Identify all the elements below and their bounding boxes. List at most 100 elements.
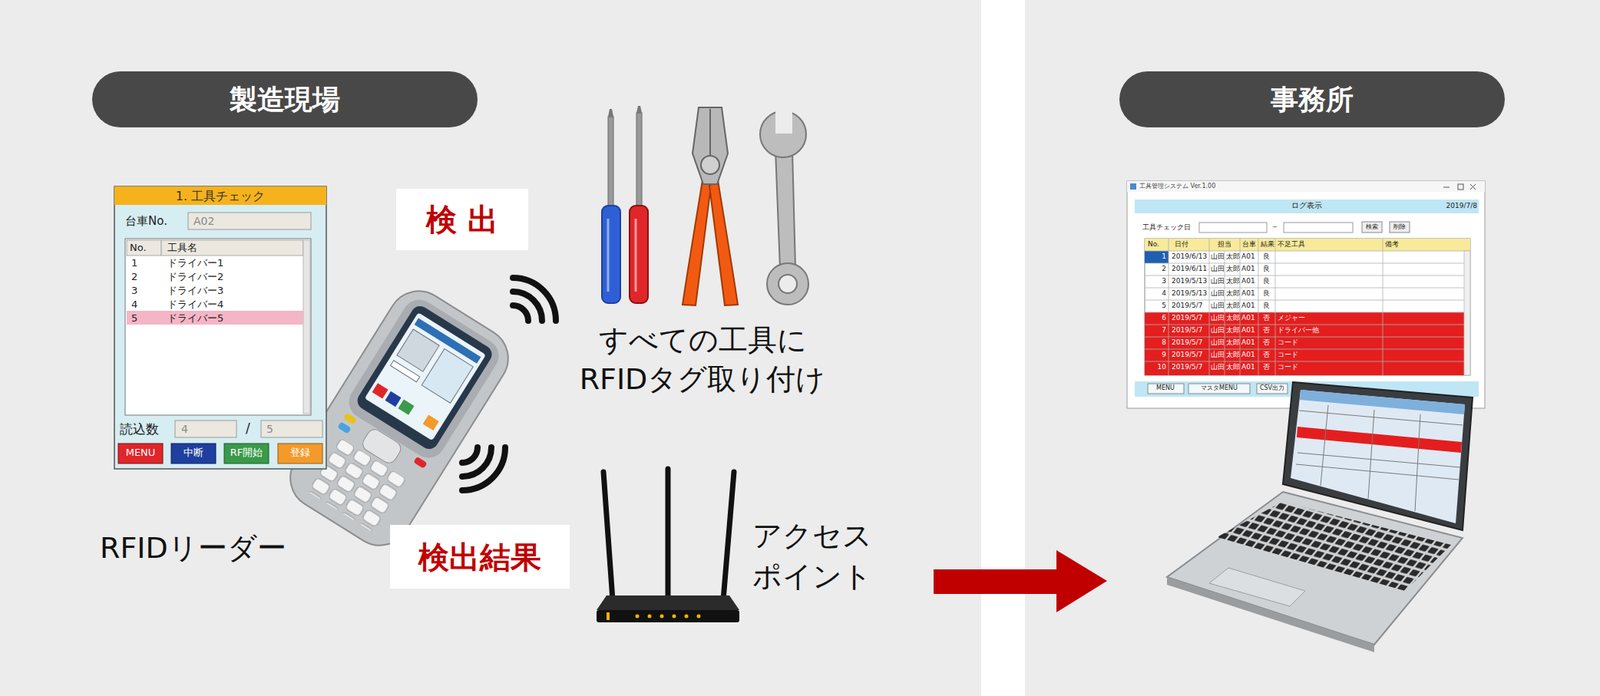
tool-check-screen xyxy=(161,240,162,256)
screwdriver-red xyxy=(629,105,648,304)
log-cell: 良 xyxy=(1262,264,1270,274)
log-cell: 山田 xyxy=(1210,363,1225,372)
log-cell: 2019/5/13 xyxy=(1171,277,1207,286)
screwdriver-red xyxy=(634,218,638,292)
rfid-reader-device xyxy=(372,383,389,399)
node-text: 事務所 xyxy=(1270,82,1354,116)
screen-field-value: A02 xyxy=(193,214,215,229)
log-cell: A01 xyxy=(1241,277,1256,286)
log-window xyxy=(1134,199,1479,214)
radio-waves xyxy=(462,447,478,463)
log-cell: 山田 xyxy=(1210,277,1225,286)
log-window xyxy=(1144,312,1471,376)
radio-waves xyxy=(462,447,492,477)
access-point-router xyxy=(635,614,640,619)
log-cell: 太郎 xyxy=(1226,277,1240,286)
radio-waves xyxy=(462,447,506,491)
log-cell: 1 xyxy=(1161,252,1167,262)
log-cell: コード xyxy=(1277,363,1299,372)
count-value: 5 xyxy=(266,423,274,437)
window-button-label: CSV出力 xyxy=(1259,384,1285,393)
access-point-router xyxy=(665,469,672,596)
window-date: 2019/7/8 xyxy=(1446,201,1478,211)
log-header: 備考 xyxy=(1385,240,1399,249)
log-window xyxy=(1464,251,1471,376)
log-window xyxy=(1283,222,1353,233)
log-cell: 2019/6/11 xyxy=(1171,264,1207,274)
access-point-router xyxy=(647,614,652,619)
log-cell: 山田 xyxy=(1210,289,1225,298)
log-header: 日付 xyxy=(1174,240,1189,249)
log-cell: 7 xyxy=(1161,326,1167,335)
log-cell: 良 xyxy=(1262,277,1270,286)
rfid-reader-device xyxy=(396,329,440,372)
count-value: 4 xyxy=(181,423,189,437)
log-window xyxy=(1256,383,1288,394)
log-cell: 3 xyxy=(1161,277,1167,286)
pliers xyxy=(709,180,738,306)
log-window xyxy=(1127,181,1485,409)
log-cell: 2019/5/7 xyxy=(1171,363,1203,372)
tool-check-screen xyxy=(277,443,323,464)
table-header: No. xyxy=(129,241,147,255)
log-window xyxy=(1147,383,1184,394)
laptop xyxy=(1296,426,1462,453)
log-window xyxy=(1470,184,1476,190)
screwdriver-blue xyxy=(608,116,614,211)
log-cell: 太郎 xyxy=(1226,338,1240,348)
log-cell: A01 xyxy=(1241,314,1256,323)
log-header: 結果 xyxy=(1260,240,1275,249)
log-window xyxy=(1144,238,1471,252)
log-window xyxy=(1457,184,1464,190)
log-window xyxy=(1144,238,1471,376)
log-window xyxy=(1130,183,1137,190)
device-label: RFIDリーダー xyxy=(99,531,287,567)
access-point-router xyxy=(672,614,677,619)
log-window xyxy=(1443,184,1476,190)
tool-check-screen xyxy=(188,212,311,230)
screwdriver-red xyxy=(629,205,648,304)
radio-waves xyxy=(512,305,529,321)
tag-caption: すべての工具に RFIDタグ取り付け xyxy=(537,320,868,400)
log-cell: 良 xyxy=(1262,301,1270,311)
log-header: No. xyxy=(1147,240,1160,249)
window-heading: ログ表示 xyxy=(1291,201,1323,211)
log-cell: 4 xyxy=(1161,289,1167,298)
log-cell: 2 xyxy=(1161,264,1167,274)
log-header: 担当 xyxy=(1217,240,1232,249)
log-cell: 太郎 xyxy=(1226,314,1240,323)
log-cell: 2019/5/13 xyxy=(1171,289,1207,298)
screen-button-label: 中断 xyxy=(183,446,204,460)
log-cell: 2019/6/13 xyxy=(1171,252,1207,262)
table-cell: 5 xyxy=(131,312,138,325)
log-cell: ドライバー他 xyxy=(1277,326,1320,335)
tool-check-screen xyxy=(114,186,327,470)
table-cell: 3 xyxy=(131,284,138,298)
window-title: 工具管理システム Ver.1.00 xyxy=(1139,182,1216,191)
laptop xyxy=(1368,409,1375,500)
screwdriver-blue xyxy=(607,218,610,292)
log-cell: 山田 xyxy=(1210,326,1225,335)
result-box: 検出結果 xyxy=(390,525,570,589)
log-cell: 否 xyxy=(1262,363,1270,372)
log-cell: 太郎 xyxy=(1226,363,1240,372)
wrench xyxy=(766,263,809,305)
rfid-reader-device xyxy=(398,399,415,415)
count-label: 読込数 xyxy=(119,421,159,437)
laptop xyxy=(1320,405,1329,486)
node-text: 検 出 xyxy=(426,201,499,239)
log-window xyxy=(1144,251,1169,264)
log-cell: 山田 xyxy=(1210,301,1225,311)
filter-label: 工具チェック日 xyxy=(1142,223,1191,232)
log-cell: A01 xyxy=(1241,326,1256,335)
screen-button-label: 登録 xyxy=(290,446,311,460)
log-cell: 8 xyxy=(1161,338,1167,348)
radio-waves xyxy=(512,277,556,321)
screen-button-label: MENU xyxy=(125,446,156,460)
log-cell: 太郎 xyxy=(1226,289,1240,298)
log-cell: A01 xyxy=(1241,338,1256,348)
screwdriver-blue xyxy=(601,109,621,304)
node-text: 製造現場 xyxy=(229,82,341,116)
access-point-router xyxy=(606,612,610,621)
